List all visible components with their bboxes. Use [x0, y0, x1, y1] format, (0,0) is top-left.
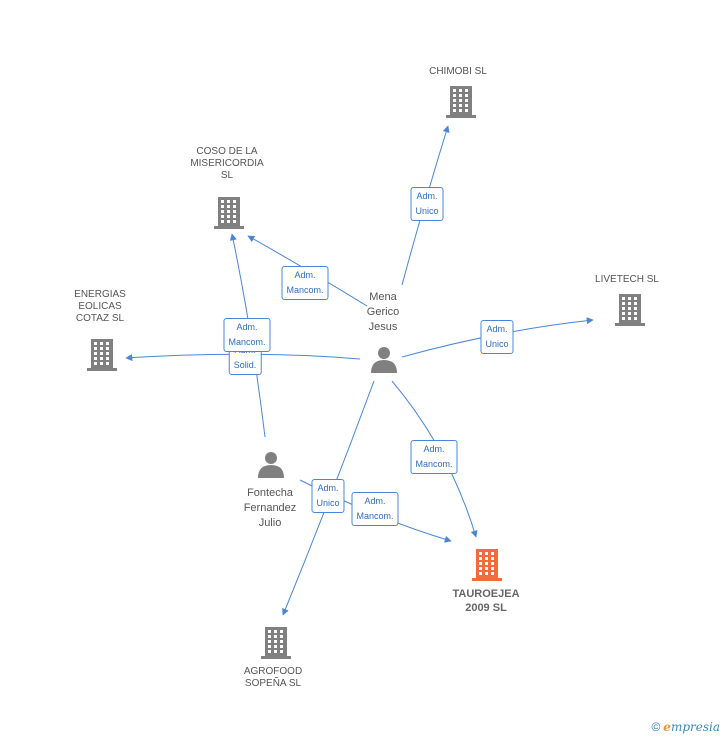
edge-label-coso: Adm. Mancom. — [281, 266, 329, 300]
icons-layer — [87, 86, 645, 659]
brand-logo: empresia — [663, 720, 720, 734]
building-icon-coso[interactable] — [214, 197, 244, 229]
building-icon-chimobi[interactable] — [446, 86, 476, 118]
node-label-tauroejea[interactable]: TAUROEJEA 2009 SL — [452, 588, 520, 614]
node-label-energias[interactable]: ENERGIAS EOLICAS COTAZ SL — [74, 289, 126, 324]
edge-label-chimobi: Adm. Unico — [410, 187, 444, 221]
node-label-fontecha[interactable]: Fontecha Fernandez Julio — [243, 487, 297, 529]
footer-brand: © empresia — [651, 720, 720, 734]
building-icon-livetech[interactable] — [615, 294, 645, 326]
node-label-chimobi[interactable]: CHIMOBI SL — [429, 66, 487, 77]
node-label-mena[interactable]: Mena Gerico Jesus — [366, 291, 400, 333]
edge-label-energias-mancom: Adm. Mancom. — [223, 318, 271, 352]
building-icon-tauroejea[interactable] — [472, 549, 502, 581]
edge-label-tauroejea-mena: Adm. Mancom. — [410, 440, 458, 474]
node-label-coso[interactable]: COSO DE LA MISERICORDIA SL — [190, 146, 264, 181]
building-icon-agrofood[interactable] — [261, 627, 291, 659]
edge-label-livetech: Adm. Unico — [480, 320, 514, 354]
person-icon-fontecha[interactable] — [258, 452, 284, 478]
edge-label-tauroejea-fontecha: Adm. Mancom. — [351, 492, 399, 526]
edge-label-agrofood: Adm. Unico — [311, 479, 345, 513]
edges-layer — [125, 125, 594, 616]
person-icon-mena[interactable] — [371, 347, 397, 373]
building-icon-energias[interactable] — [87, 339, 117, 371]
node-label-livetech[interactable]: LIVETECH SL — [595, 274, 659, 285]
node-label-agrofood[interactable]: AGROFOOD SOPEÑA SL — [243, 666, 303, 689]
copyright-icon: © — [651, 720, 661, 734]
